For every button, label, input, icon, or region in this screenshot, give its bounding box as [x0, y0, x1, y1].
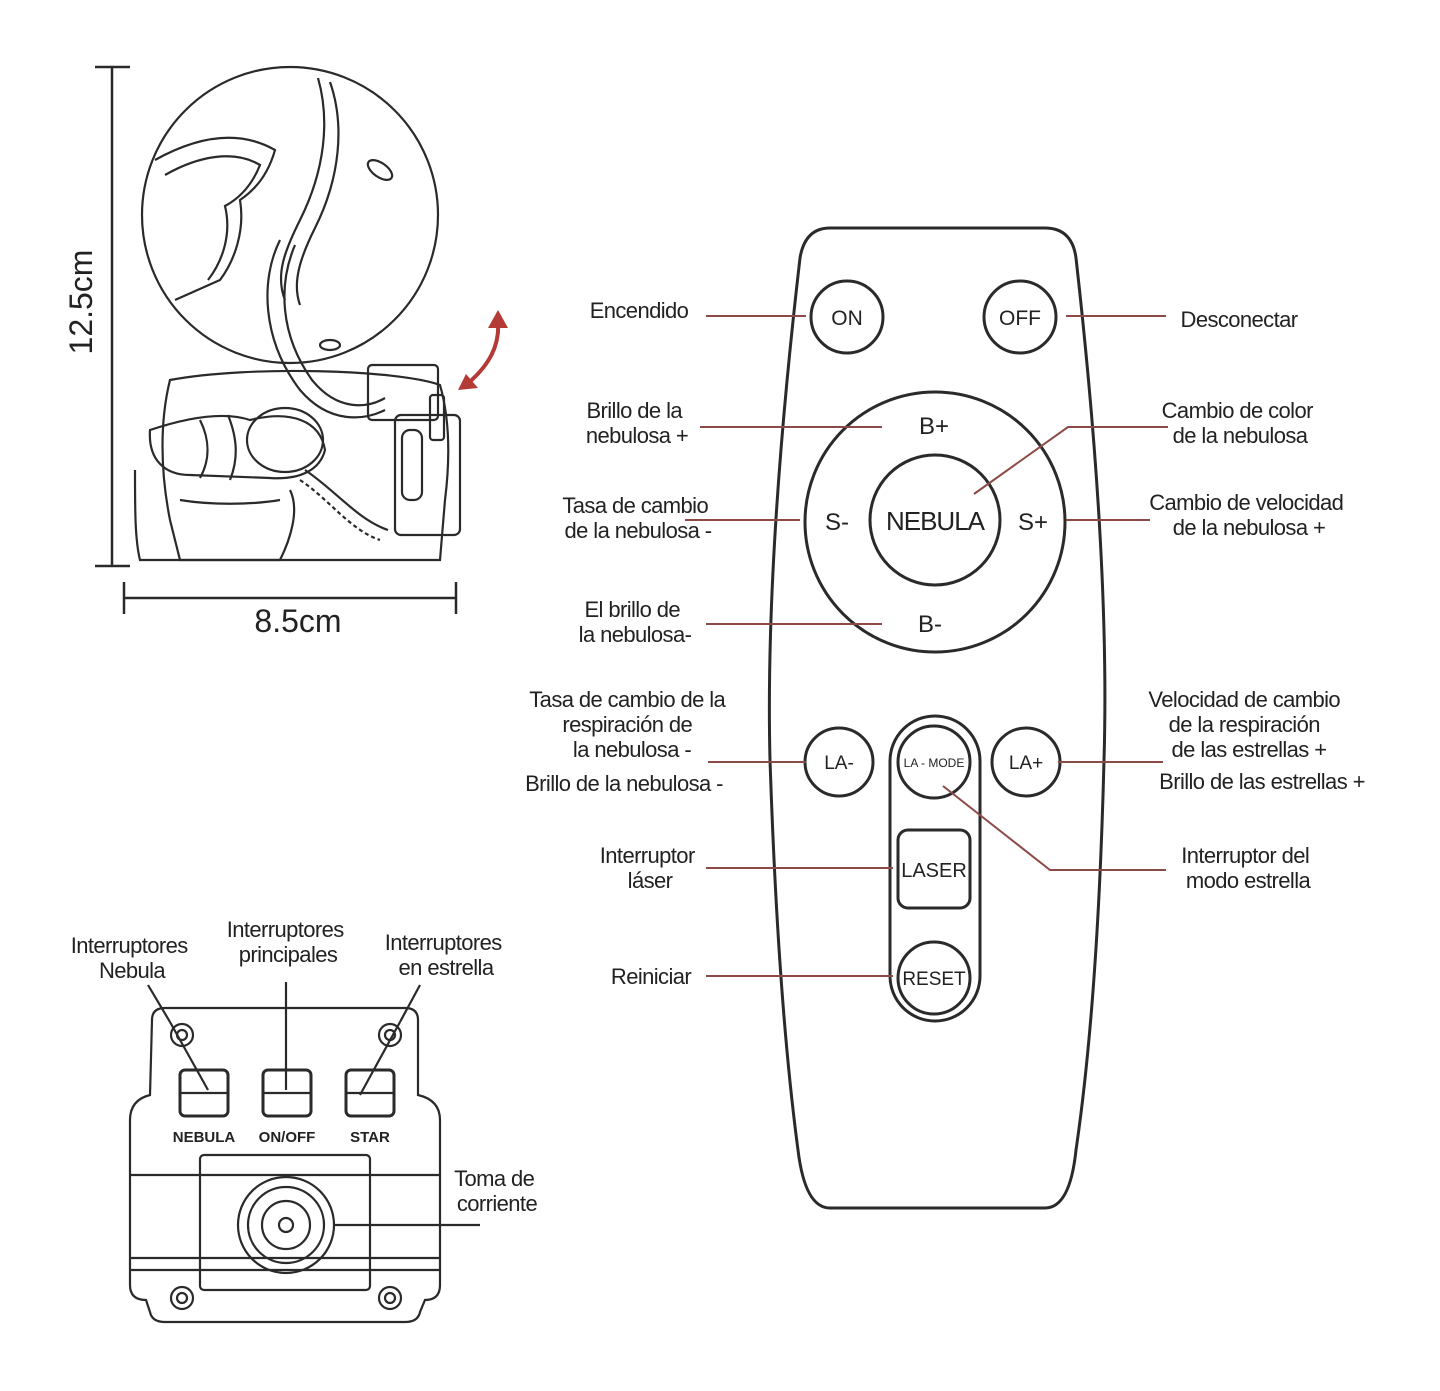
callout-nebula-switch: Interruptores Nebula — [71, 933, 193, 983]
nebula-switch-label: NEBULA — [173, 1129, 236, 1146]
height-dimension-label: 12.5cm — [63, 250, 99, 355]
b-plus-button[interactable]: B+ — [919, 413, 949, 440]
on-button-label: ON — [831, 307, 863, 330]
label-la-minus: Tasa de cambio de la respiración de la n… — [529, 687, 730, 762]
label-off: Desconectar — [1181, 307, 1298, 332]
remote-control: ON OFF NEBULA B+ B- S- S+ LA - MODE LASE… — [767, 226, 1107, 1210]
on-button[interactable] — [809, 279, 885, 355]
base-bottom-view: NEBULA ON/OFF STAR Interruptores Nebula … — [71, 917, 540, 1324]
s-minus-button[interactable]: S- — [825, 509, 849, 536]
label-s-minus: Tasa de cambio de la nebulosa - — [562, 493, 713, 543]
s-plus-button[interactable]: S+ — [1018, 509, 1048, 536]
nebula-button-label: NEBULA — [886, 506, 986, 536]
off-button-label: OFF — [999, 307, 1041, 330]
reset-button[interactable] — [896, 940, 972, 1016]
callout-power-jack: Toma de corriente — [454, 1166, 540, 1216]
label-reset: Reiniciar — [611, 964, 691, 989]
label-s-plus: Cambio de velocidad de la nebulosa + — [1149, 490, 1349, 540]
reset-button-label: RESET — [902, 969, 966, 990]
off-button[interactable] — [982, 279, 1058, 355]
height-dimension: 12.5cm — [63, 65, 130, 568]
b-minus-button[interactable]: B- — [918, 611, 942, 638]
la-mode-button[interactable] — [896, 724, 972, 800]
remote-labels: Encendido Desconectar Brillo de la nebul… — [525, 298, 1365, 989]
label-la-plus-2: Brillo de las estrellas + — [1159, 769, 1365, 794]
width-dimension-label: 8.5cm — [254, 603, 341, 639]
callout-star-switch: Interruptores en estrella — [385, 930, 507, 980]
onoff-switch-label: ON/OFF — [259, 1129, 316, 1146]
label-la-mode: Interruptor del modo estrella — [1181, 843, 1314, 893]
nebula-button[interactable] — [868, 453, 1002, 587]
label-b-plus: Brillo de la nebulosa + — [586, 398, 688, 448]
star-switch-label: STAR — [350, 1129, 390, 1146]
callout-main-switch: Interruptores principales — [227, 917, 349, 967]
label-la-minus-2: Brillo de la nebulosa - — [525, 771, 723, 796]
astronaut-illustration — [133, 65, 462, 562]
la-mode-button-label: LA - MODE — [904, 756, 965, 770]
laser-button-label: LASER — [901, 860, 967, 882]
la-minus-button-label: LA- — [824, 753, 854, 774]
label-b-minus: El brillo de la nebulosa- — [579, 597, 692, 647]
label-laser: Interruptor láser — [600, 843, 700, 893]
label-nebula: Cambio de color de la nebulosa — [1162, 398, 1319, 448]
leader-lines — [685, 315, 1168, 977]
width-dimension: 8.5cm — [122, 582, 458, 639]
rotate-arrow-icon — [458, 310, 508, 390]
label-on: Encendido — [590, 298, 689, 323]
label-la-plus: Velocidad de cambio de la respiración de… — [1148, 687, 1345, 762]
la-plus-button-label: LA+ — [1009, 753, 1043, 774]
laser-button[interactable] — [896, 828, 972, 910]
